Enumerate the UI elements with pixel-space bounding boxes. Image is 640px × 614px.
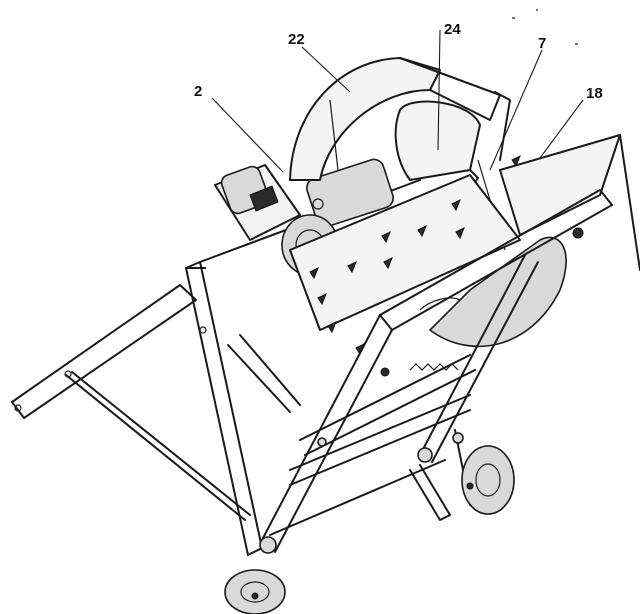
frame-pivots (259, 432, 464, 554)
wheel-right (461, 445, 515, 515)
lower-blade-disc (428, 236, 567, 348)
riving-knife (394, 91, 511, 181)
callout-7: 7 (538, 35, 546, 52)
callout-22: 22 (288, 31, 305, 48)
rear-support-leg (11, 284, 251, 521)
swing-table-frame (261, 189, 613, 553)
callout-labels: 2 22 24 7 18 (194, 21, 603, 102)
tension-spring (380, 227, 584, 377)
callout-18: 18 (586, 85, 603, 102)
wheel-left (224, 569, 286, 614)
lower-frame (227, 334, 471, 536)
blade-guard (289, 57, 501, 181)
callout-24: 24 (444, 21, 461, 38)
leader-lines (211, 29, 584, 173)
work-table (289, 154, 523, 356)
scan-specks (512, 9, 578, 45)
feed-tray (499, 134, 640, 271)
callout-2: 2 (194, 83, 202, 100)
